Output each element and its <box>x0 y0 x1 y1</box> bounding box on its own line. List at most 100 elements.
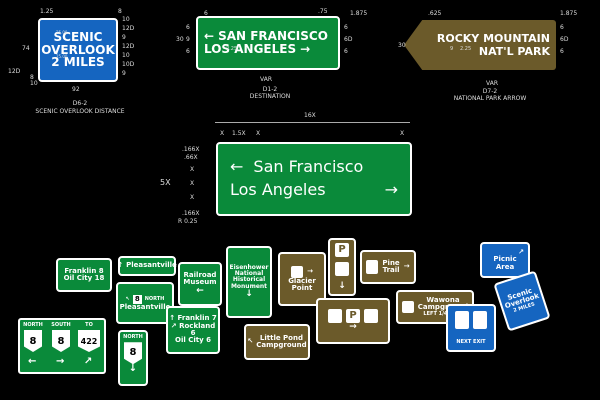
up-arrow-icon: ↑ <box>117 261 124 270</box>
tent-icon <box>401 301 414 313</box>
franklin-label: Franklin <box>177 314 210 323</box>
franklin-rockland-oil-city-sign: ↑ Franklin 7 ↗ Rockland 6 Oil City 6 <box>166 306 220 354</box>
d6-2-dim-inner4: 25.00 <box>56 54 68 59</box>
d6-2-dim-r4: 12D <box>122 43 135 50</box>
d7-2-dim-corner: 1.875 <box>560 10 578 17</box>
d7-2-dim-mid-b: 2.25 <box>460 46 472 52</box>
next-exit-services-sign: NEXT EXIT <box>446 304 496 352</box>
down-arrow-icon: ↓ <box>245 288 253 299</box>
camp-icon <box>328 309 342 324</box>
point-label: Point <box>291 284 313 292</box>
wawona-distance-label: LEFT 1/4 MILE <box>423 310 463 317</box>
right-arrow-icon: → <box>307 266 313 275</box>
up-left-arrow-icon: ↖ <box>247 337 254 346</box>
museum-label: Museum <box>183 278 217 287</box>
rockland-distance: 6 <box>190 329 196 337</box>
oil-city-distance: 6 <box>206 336 211 345</box>
franklin-distance: 7 <box>211 314 217 323</box>
d1-2-caption: DESTINATION <box>249 93 291 100</box>
eisenhower-monument-sign: Eisenhower National Historical Monument … <box>226 246 272 318</box>
d1-2-destination-sign: ←SAN FRANCISCO LOS ANGELES→ <box>196 16 340 70</box>
d6-2-dim-top: 1.25 <box>40 8 54 15</box>
area-label: Area <box>495 262 515 271</box>
little-pond-label: Little Pond <box>259 333 303 342</box>
parking-icon: P <box>346 309 360 324</box>
up-right-arrow-icon: ↗ <box>84 356 93 367</box>
picnic-label: Picnic <box>493 255 517 264</box>
d7-2-dim-mid-a: 9 <box>450 46 454 52</box>
monument-label: Monument <box>230 282 268 290</box>
grid-dim-x15: 1.5X <box>232 130 246 137</box>
d6-2-dim-r2: 12D <box>122 25 135 32</box>
route-8-south-shield: 8 <box>52 330 70 352</box>
d7-2-dim-top: .625 <box>428 10 442 17</box>
d7-2-dim-left: 30 <box>398 42 406 49</box>
grid-destination-sign: ←San Francisco Los Angeles→ <box>216 142 412 216</box>
d6-2-dim-r3: 9 <box>122 34 126 41</box>
oil-city-label: Oil City <box>175 336 204 345</box>
grid-line1: San Francisco <box>253 157 364 177</box>
route-8-shield: 8 <box>124 342 142 365</box>
grid-dim-l6: .166X <box>182 210 200 217</box>
d1-2-dim-left-b: 9 <box>186 36 190 43</box>
north-header: NORTH <box>23 322 43 328</box>
parking-row-sign: P → <box>316 298 390 344</box>
route-422-shield: 422 <box>78 330 100 352</box>
d1-2-dim-left-c: 6 <box>186 48 190 55</box>
grid-dim-l1: .166X <box>182 146 200 153</box>
d6-2-dim-inner1: 8 <box>30 74 34 81</box>
campground-label: Campground <box>256 341 307 349</box>
grid-dim-l5: X <box>190 194 195 201</box>
grid-dim-width: 16X <box>304 112 316 119</box>
d6-2-dim-r7: 9 <box>122 70 126 77</box>
grid-dim-radius: R 0.25 <box>178 218 198 225</box>
viewpoint-icon <box>291 265 304 278</box>
d6-2-code: D6-2 <box>72 100 88 107</box>
pleasantville-label: Pleasantville <box>126 261 177 270</box>
d6-2-dim-inner2: 10 <box>30 80 38 87</box>
down-arrow-icon: ↓ <box>338 280 346 291</box>
d6-2-dim-r6: 10D <box>122 61 135 68</box>
d7-2-caption: NATIONAL PARK ARROW <box>453 95 527 102</box>
d1-2-dim-mid: 2.25 <box>226 46 238 52</box>
d6-2-dim-inner3: 25.00 <box>56 30 68 35</box>
left-arrow-icon: ← <box>28 356 37 367</box>
d1-2-dim-corner: 1.875 <box>350 10 368 17</box>
left-arrow-icon: ← <box>230 157 244 177</box>
parking-icon: P <box>335 242 349 257</box>
next-exit-label: NEXT EXIT <box>456 338 486 345</box>
right-arrow-icon: → <box>349 322 357 333</box>
railroad-label: Railroad <box>183 270 217 279</box>
franklin-oil-city-sign: Franklin 8 Oil City 18 <box>56 258 112 292</box>
d6-2-dim-r1: 10 <box>122 16 130 23</box>
pine-label: Pine <box>382 258 400 267</box>
hiker-icon <box>366 260 379 274</box>
pleasantville-label: Pleasantville <box>119 303 171 311</box>
d1-2-dim-left-a: 6 <box>186 24 190 31</box>
franklin-distance: 8 <box>98 266 104 275</box>
pleasantville-route-sign: ↖ 8 NORTH Pleasantville <box>116 282 174 324</box>
route-8-north-shield: 8 <box>24 330 42 352</box>
grid-dim-l4: X <box>190 180 195 187</box>
north-label: NORTH <box>123 334 143 340</box>
d1-2-dim-var: VAR <box>260 76 272 83</box>
to-header: TO <box>85 322 93 328</box>
d6-2-caption: SCENIC OVERLOOK DISTANCE <box>35 108 125 115</box>
d7-2-code: D7-2 <box>482 88 498 95</box>
left-arrow-icon: ← <box>204 29 215 44</box>
pleasantville-sign: ↑ Pleasantville <box>117 256 177 276</box>
up-left-arrow-icon: ↖ <box>125 295 130 302</box>
grid-width-line <box>215 122 410 123</box>
d7-2-dim-right-c: 6 <box>560 48 564 55</box>
grid-dim-height: 5X <box>160 178 171 187</box>
d7-2-dim-right-b: 6D <box>560 36 569 43</box>
info-icon <box>455 311 469 330</box>
parking-services-sign: P ↓ <box>328 238 356 296</box>
grid-dim-l3: X <box>190 166 195 173</box>
franklin-label: Franklin <box>64 266 97 275</box>
d6-2-scenic-overlook-sign: SCENIC OVERLOOK 2 MILES <box>38 18 118 82</box>
route-shield: 8 <box>132 294 142 304</box>
d6-2-line1: SCENIC <box>53 30 103 45</box>
oil-city-distance: 18 <box>94 274 105 282</box>
